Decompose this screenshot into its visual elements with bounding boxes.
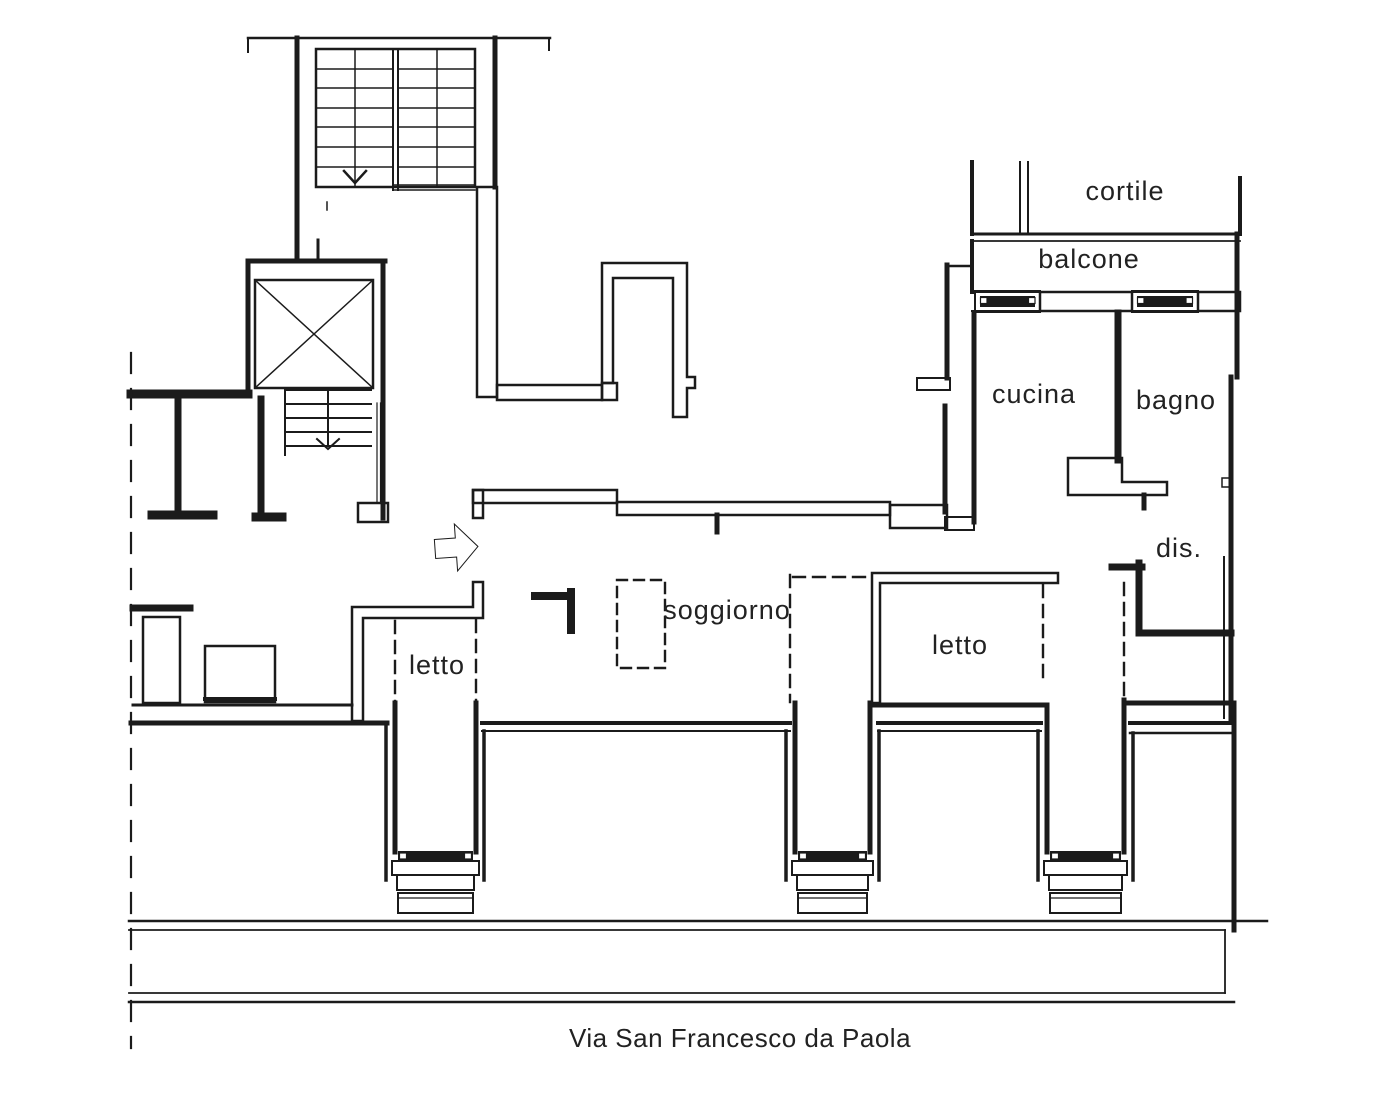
kitchen-window-icon	[974, 290, 1041, 313]
left-wing-walls	[126, 351, 287, 1050]
entrance-hall-walls	[471, 185, 974, 535]
room-label-letto-right: letto	[932, 630, 988, 660]
window-icon	[398, 851, 473, 861]
window-icon	[1050, 851, 1121, 861]
room-label-cucina: cucina	[992, 379, 1076, 409]
stair-down-arrow-icon	[315, 437, 341, 451]
street-name-label: Via San Francesco da Paola	[569, 1023, 911, 1053]
bathroom-window-icon	[1131, 290, 1199, 313]
living-room-markers	[531, 573, 874, 704]
window-bay	[1036, 697, 1135, 914]
window-icon	[798, 851, 867, 861]
stair-down-arrow-icon	[342, 169, 368, 185]
elevator-shaft	[245, 258, 390, 524]
room-label-balcone: balcone	[1038, 244, 1140, 274]
room-label-dis: dis.	[1156, 533, 1202, 563]
porter-room-walls	[129, 604, 354, 707]
window-bay	[784, 700, 881, 914]
x-cross-icon	[253, 278, 375, 390]
room-label-soggiorno: soggiorno	[663, 595, 791, 625]
staircase	[246, 35, 552, 261]
room-label-bagno: bagno	[1136, 385, 1216, 415]
kitchen-bathroom-walls	[944, 231, 1240, 725]
street-band	[127, 700, 1269, 1004]
hallway-dis-walls	[1108, 559, 1235, 702]
entrance-arrow-icon	[433, 522, 479, 573]
window-bay	[384, 700, 486, 914]
room-label-cortile: cortile	[1085, 176, 1164, 206]
flue-dashed-box	[615, 578, 667, 670]
room-label-letto-left: letto	[409, 650, 465, 680]
facade-walls	[128, 700, 1236, 735]
